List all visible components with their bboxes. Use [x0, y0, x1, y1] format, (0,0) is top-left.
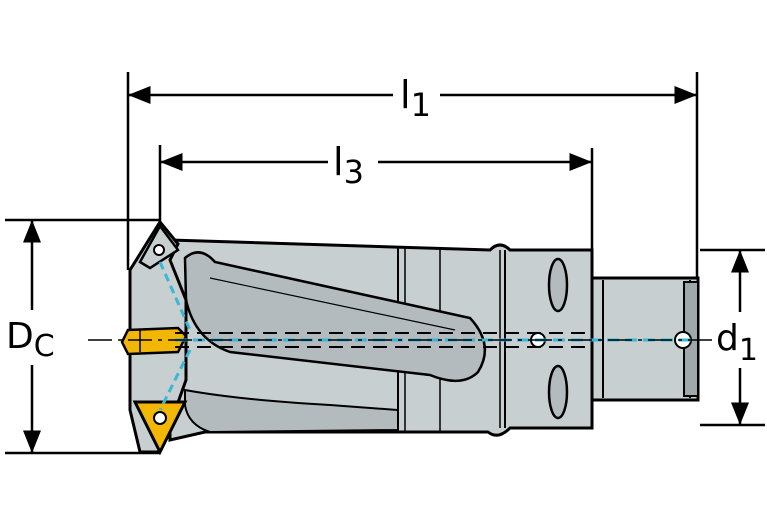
insert-middle — [120, 326, 188, 356]
helical-flute — [183, 251, 487, 382]
d1-label: d1 — [716, 318, 758, 368]
coolant-channels — [158, 261, 692, 411]
insert-bottom — [132, 400, 188, 456]
milling-cutter-body — [120, 219, 700, 456]
drive-slot-top — [547, 257, 569, 313]
l3-label: l3 — [333, 140, 364, 191]
drive-slot-bottom — [547, 364, 569, 420]
l1-label: l1 — [400, 73, 431, 124]
dc-label: DC — [6, 316, 55, 364]
dimensions — [5, 72, 765, 455]
